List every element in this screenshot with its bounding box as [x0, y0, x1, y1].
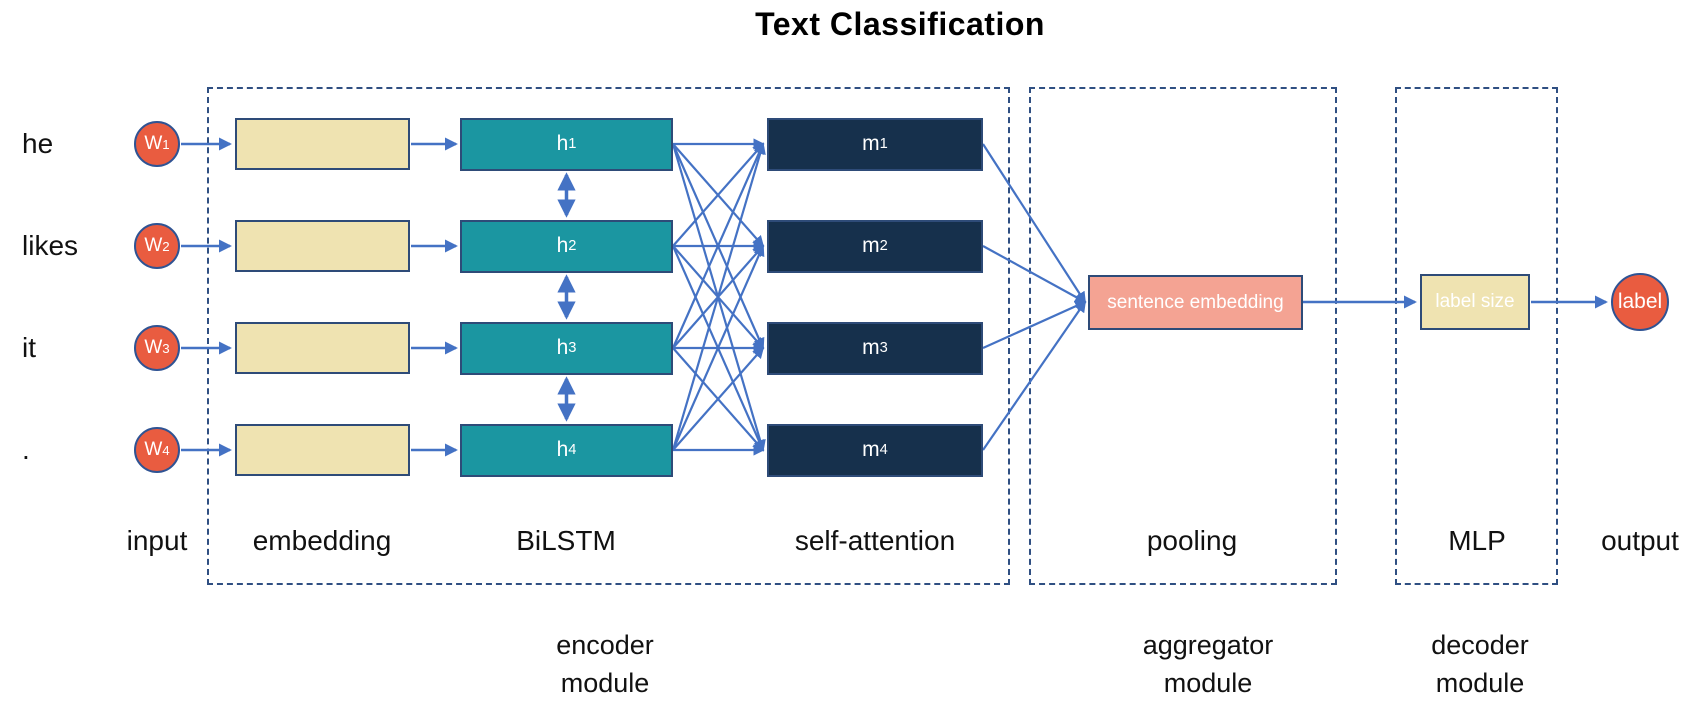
input-word: . [22, 434, 30, 465]
column-label-output: output [1601, 525, 1679, 556]
aggregator-module-box [1029, 87, 1337, 585]
column-label-bilstm: BiLSTM [516, 525, 616, 556]
aggregator-module-label: aggregator module [1142, 630, 1274, 698]
input-word: likes [22, 230, 79, 261]
encoder-module-label: encoder module [556, 630, 654, 698]
column-label-mlp: MLP [1448, 525, 1506, 556]
column-label-self-attention: self-attention [794, 525, 956, 556]
input-word: it [22, 332, 36, 363]
diagram-title: Text Classification [755, 6, 1045, 42]
column-label-pooling: pooling [1146, 525, 1238, 556]
embedding-node [235, 220, 410, 272]
label-size-node: label size [1420, 274, 1530, 330]
sentence-embedding-node: sentence embedding [1088, 275, 1303, 330]
column-label-input: input [126, 525, 188, 556]
embedding-node [235, 322, 410, 374]
embedding-node [235, 424, 410, 476]
embedding-node [235, 118, 410, 170]
output-label-node: label [1611, 273, 1669, 331]
decoder-module-box [1395, 87, 1558, 585]
column-label-embedding: embedding [252, 525, 392, 556]
input-word: he [22, 128, 54, 159]
decoder-module-label: decoder module [1431, 630, 1529, 698]
